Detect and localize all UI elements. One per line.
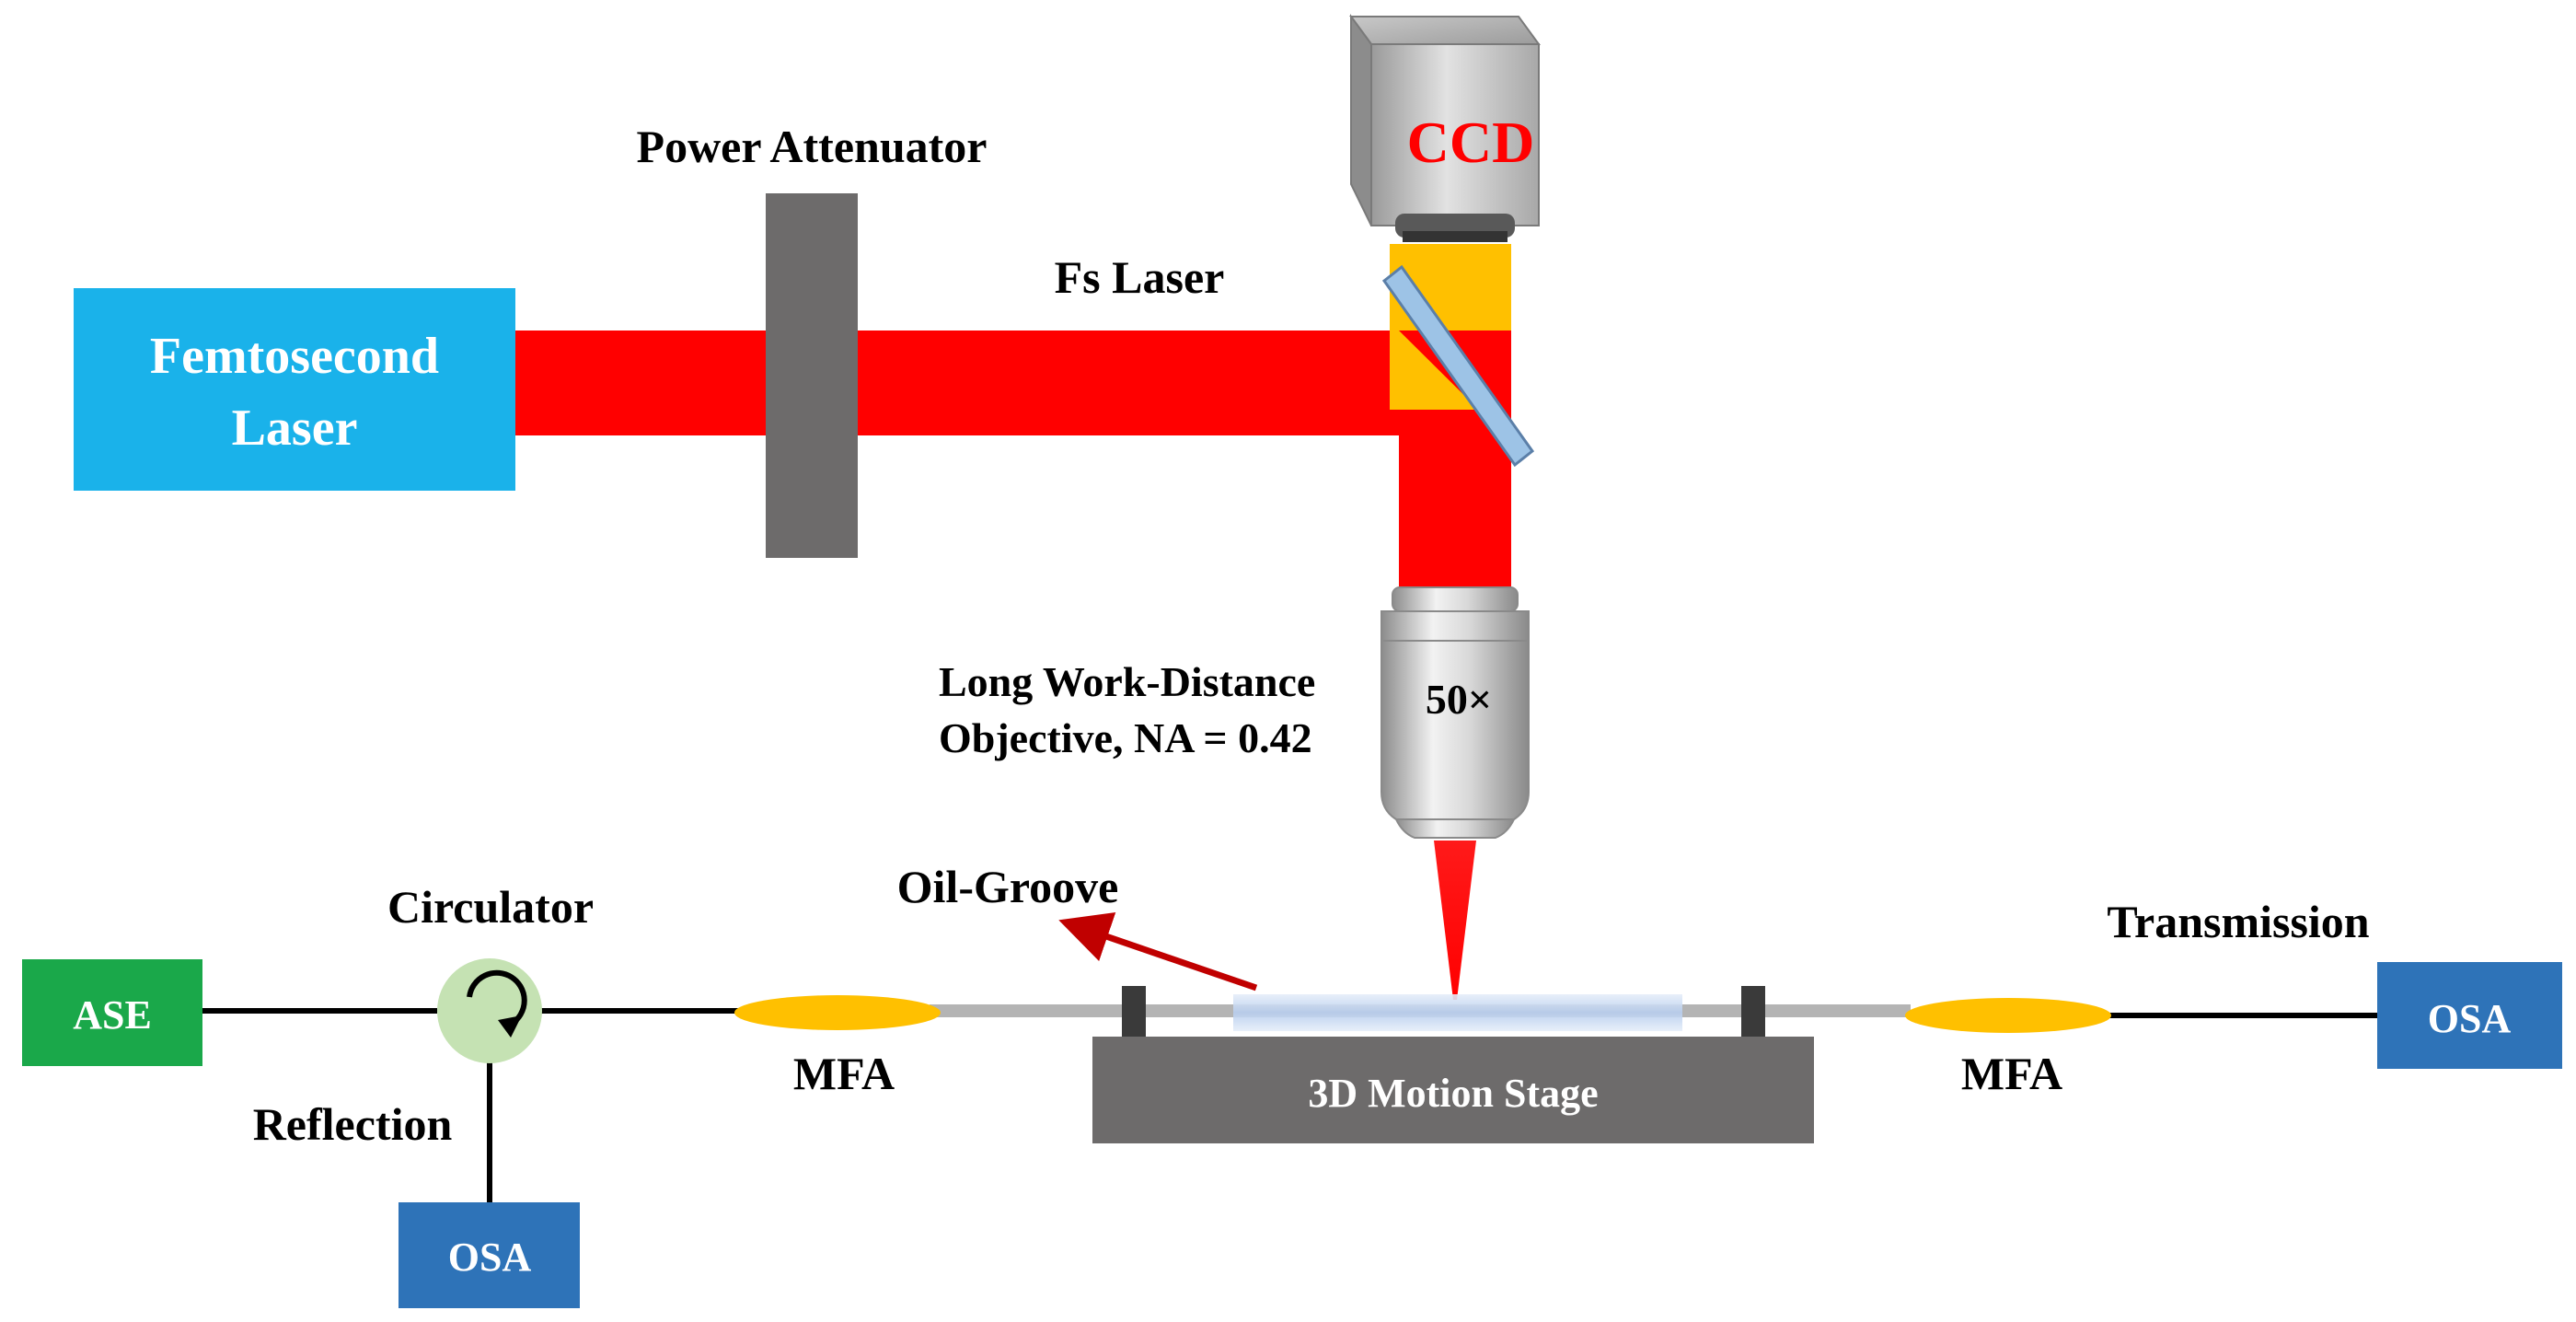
fiber-clamp-right [1741, 986, 1765, 1041]
circulator [437, 958, 542, 1063]
mfa-right-label: MFA [1961, 1048, 2062, 1099]
oil-groove-label: Oil-Groove [897, 861, 1119, 912]
dichroic-mirror [1381, 264, 1535, 468]
objective-label-line1: Long Work-Distance [939, 658, 1315, 705]
osa-reflection-label: OSA [448, 1235, 532, 1280]
objective-nose [1394, 818, 1516, 839]
ccd-camera-lens-base [1403, 231, 1507, 242]
femtosecond-laser-label-line1: Femtosecond [150, 328, 439, 385]
objective-label-line2: Objective, NA = 0.42 [939, 714, 1312, 761]
focused-laser-beam [1434, 841, 1476, 1000]
oil-groove [1233, 994, 1682, 1031]
objective-magnification: 50× [1426, 676, 1492, 723]
circulator-label: Circulator [387, 881, 594, 933]
mfa-right [1905, 998, 2111, 1033]
ccd-camera-left-face [1350, 13, 1372, 226]
3d-motion-stage [1092, 1037, 1814, 1143]
ccd-camera-top [1349, 16, 1541, 45]
ase-label: ASE [73, 992, 152, 1038]
reflection-label: Reflection [253, 1098, 453, 1150]
circulator-arrow-icon [467, 969, 527, 1026]
fiber-clamp-left [1122, 986, 1146, 1041]
mfa-left [734, 995, 941, 1030]
fs-laser-beam-horizontal [515, 330, 1511, 435]
ccd-label: CCD [1407, 110, 1535, 175]
osa-transmission-label: OSA [2428, 996, 2512, 1041]
femtosecond-laser-box [74, 288, 515, 491]
mfa-left-label: MFA [793, 1048, 895, 1099]
fs-laser-label: Fs Laser [1055, 251, 1225, 303]
objective-lens [1380, 586, 1530, 839]
ccd-camera [1349, 13, 1541, 242]
power-attenuator-label: Power Attenuator [637, 121, 988, 172]
transmission-label: Transmission [2107, 896, 2369, 947]
circulator-arrowhead-icon [498, 1015, 522, 1038]
ccd-camera-front [1370, 43, 1540, 226]
power-attenuator [766, 193, 858, 558]
femtosecond-laser-label-line2: Laser [232, 400, 358, 457]
3d-motion-stage-label: 3D Motion Stage [1308, 1071, 1598, 1116]
objective-top-band [1392, 586, 1519, 612]
osa-transmission-box [2377, 962, 2562, 1069]
oil-groove-pointer-arrow [1058, 912, 1258, 992]
ase-box [22, 959, 202, 1066]
osa-reflection-box [399, 1202, 580, 1308]
